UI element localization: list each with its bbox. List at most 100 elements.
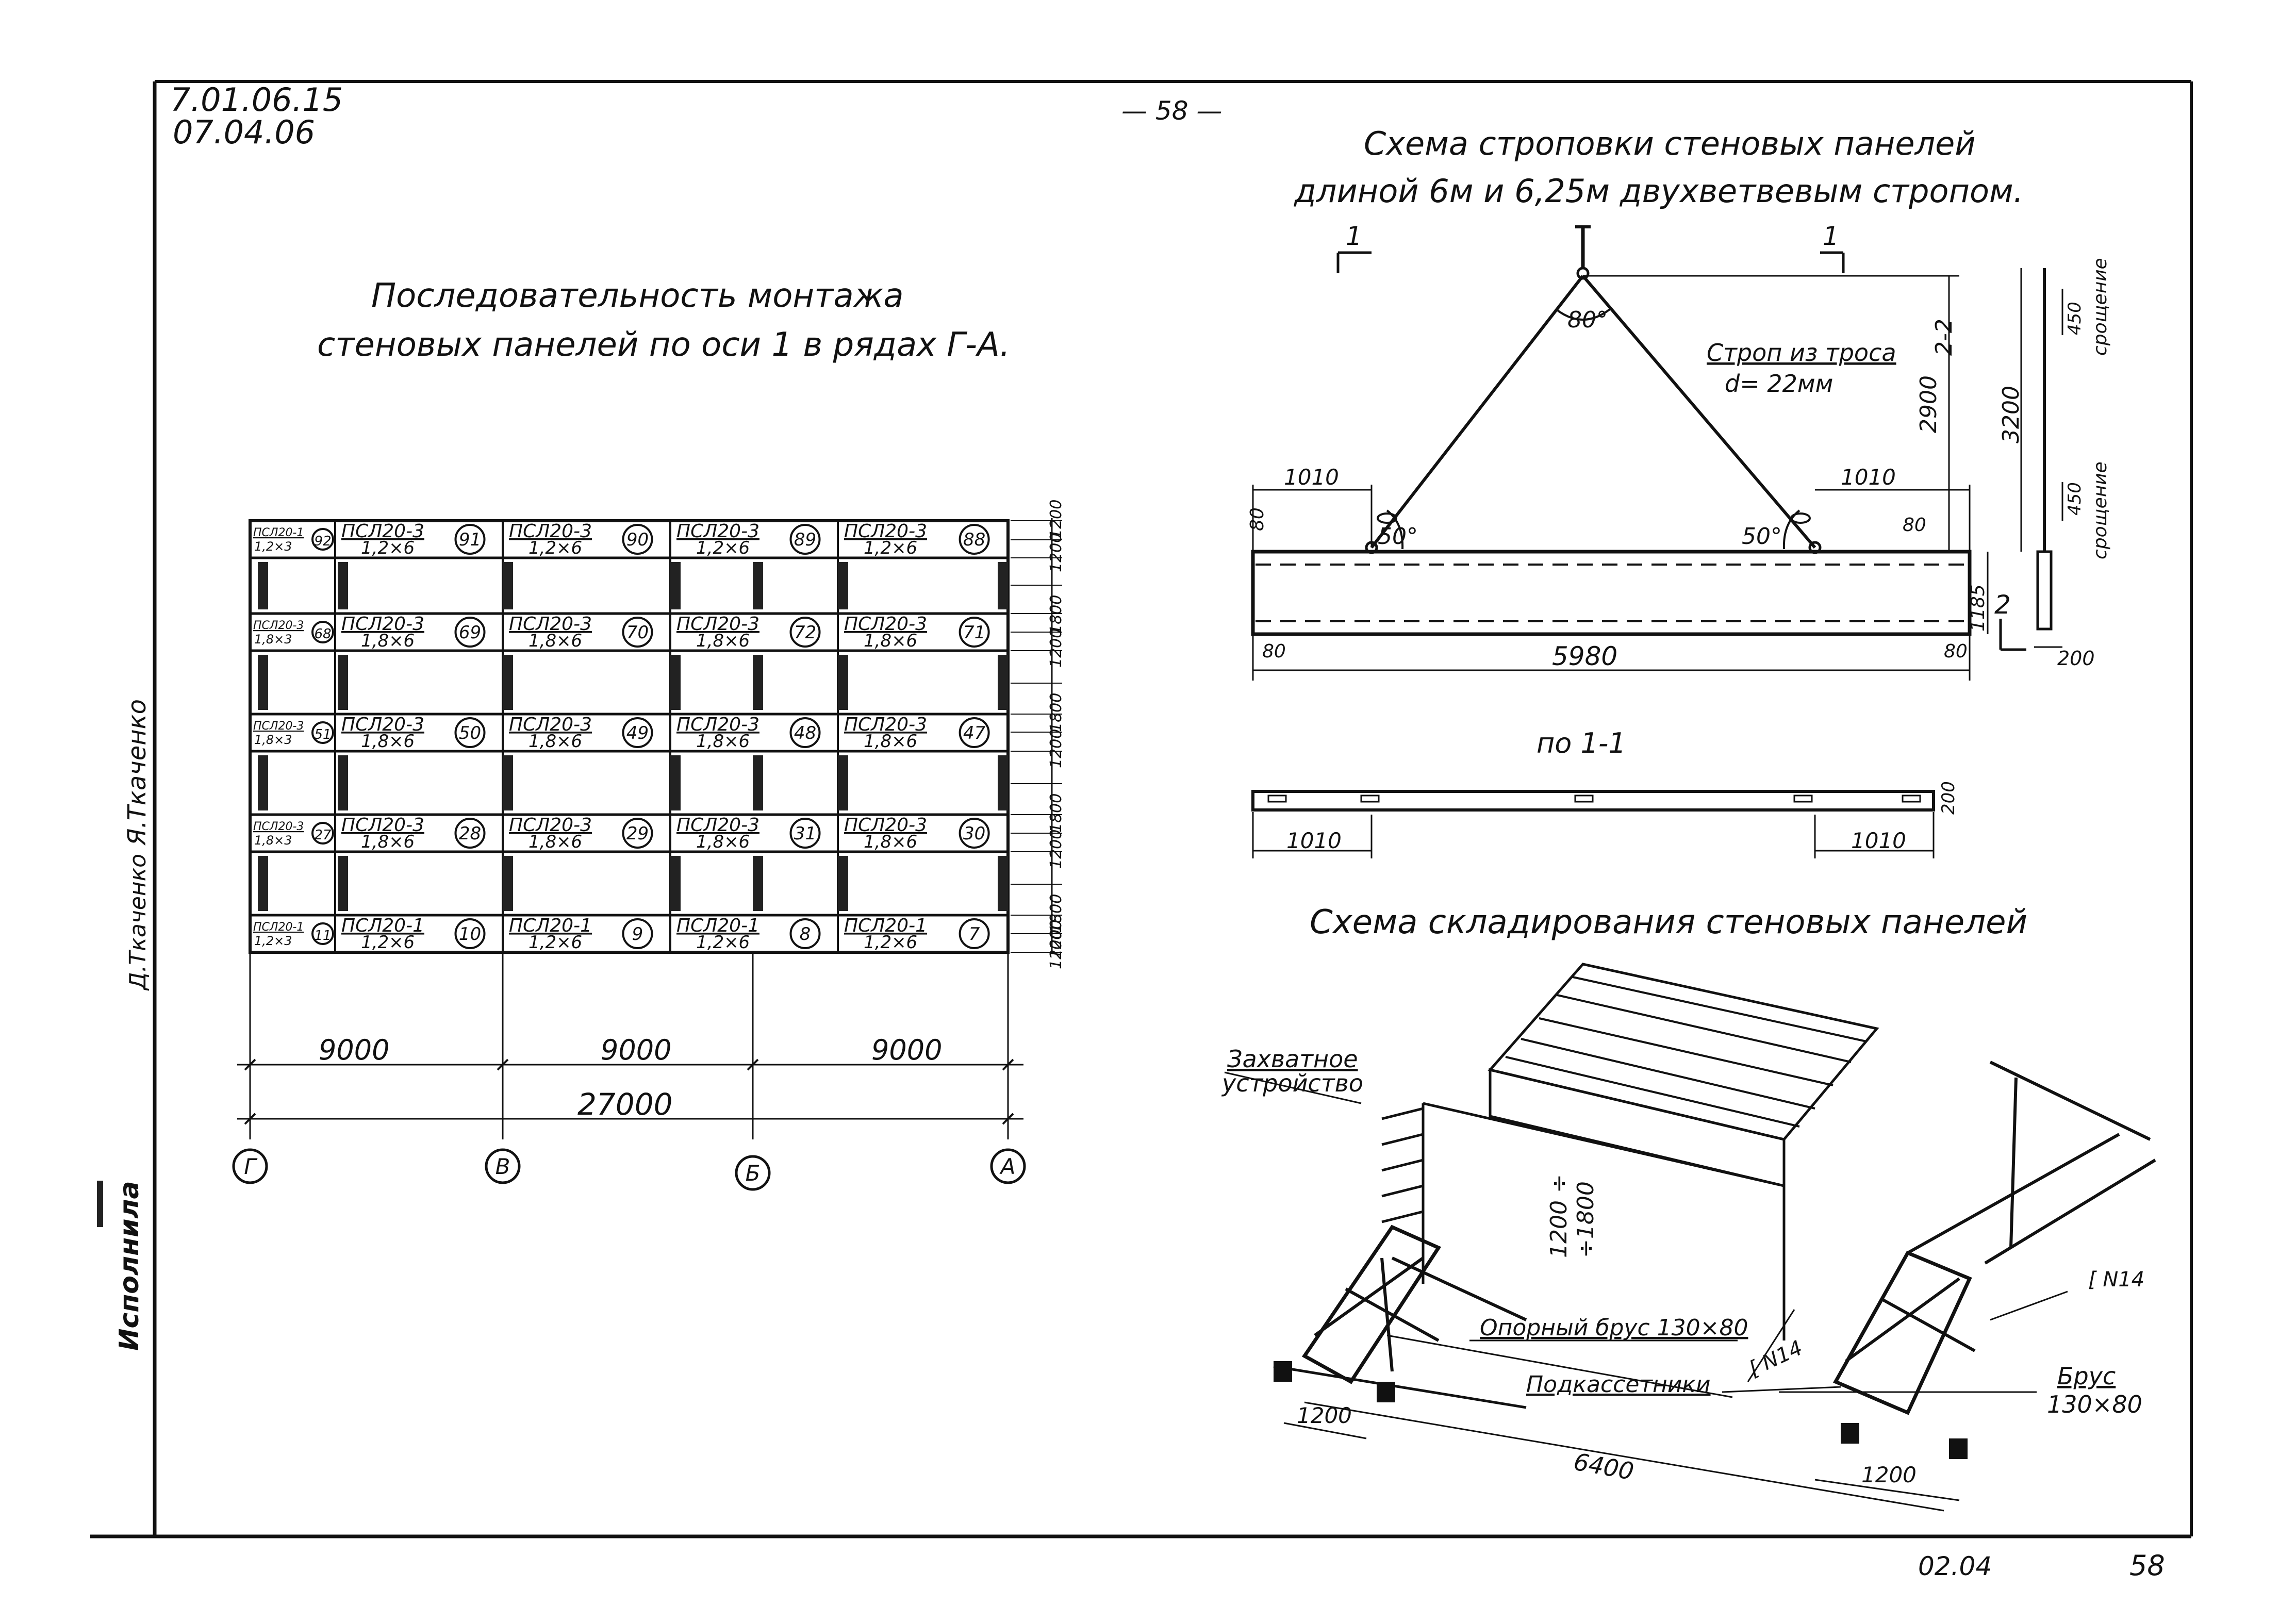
- panel-code: ПСЛ20-3: [509, 521, 592, 542]
- panel-size: 1,2×6: [864, 932, 917, 953]
- panel-code: ПСЛ20-3: [509, 815, 592, 836]
- side-label-bottom: срощение: [2090, 461, 2111, 559]
- sling-angle-top: 80°: [1567, 307, 1608, 333]
- panel-sequence-circle: [622, 617, 653, 648]
- pier: [670, 562, 681, 609]
- section-1-1-right-dim: 1010: [1851, 828, 1906, 853]
- executor-label: Исполнила: [114, 1181, 145, 1351]
- panel-sequence-circle: [454, 524, 486, 555]
- right-dim-label: 1200: [1047, 930, 1065, 969]
- panel-code: ПСЛ20-3: [341, 815, 424, 836]
- storage-channel-label-left: [ N14: [1745, 1336, 1806, 1381]
- panel-sequence-number: 7: [969, 924, 980, 945]
- panel-size: 1,2×6: [361, 538, 415, 558]
- panel-code: ПСЛ20-3: [676, 521, 759, 542]
- storage-channel-label-right: [ N14: [2088, 1268, 2144, 1292]
- side-view: [2020, 268, 2063, 648]
- left-dimensions: 9000 9000 9000 27000: [237, 1034, 1023, 1125]
- section-mark-1-left: 1: [1346, 221, 1362, 251]
- panel-code: ПСЛ20-3: [844, 614, 927, 635]
- storage-left-dim: 1200: [1297, 1403, 1352, 1428]
- section-mark-2: 2: [1994, 590, 2011, 620]
- panel-sequence-circle: [454, 617, 486, 648]
- panel-sequence-number: 47: [963, 723, 986, 743]
- pier: [670, 655, 681, 710]
- panel-size: 1,8×6: [864, 631, 917, 651]
- panel-sequence-number: 48: [794, 723, 816, 743]
- sequence-title-line1: Последовательность монтажа: [371, 277, 904, 315]
- right-dim-label: 1200: [1047, 920, 1065, 959]
- panel-code: ПСЛ20-3: [676, 614, 759, 635]
- dim-tick: [244, 1058, 256, 1071]
- panel-sequence-number: 31: [794, 823, 816, 844]
- side-total-dim: 3200: [1998, 386, 2024, 443]
- pier: [338, 856, 348, 911]
- axis-label: Б: [746, 1161, 761, 1186]
- dim-tick: [747, 1058, 759, 1071]
- pier: [753, 562, 763, 609]
- footer-date-code: 02.04: [1918, 1551, 1992, 1581]
- span-dim-3: 9000: [871, 1034, 942, 1066]
- panel-sequence-circle: [311, 721, 334, 744]
- panel-size: 1,2×3: [254, 539, 292, 554]
- pier: [503, 562, 513, 609]
- panel-sequence-number: 50: [459, 723, 481, 743]
- section-1-1-title: по 1-1: [1537, 727, 1626, 759]
- panel-code: ПСЛ20-3: [341, 521, 424, 542]
- dim-tick: [1002, 1058, 1014, 1071]
- sling-length-dim: 5980: [1552, 641, 1617, 671]
- panel-size: 1,8×3: [254, 833, 292, 848]
- panel-sequence-circle: [789, 717, 821, 748]
- panel-code: ПСЛ20-3: [844, 714, 927, 735]
- panel-sequence-number: 72: [794, 622, 816, 643]
- storage-panel-height-line2: ÷1800: [1573, 1181, 1599, 1258]
- panel-sequence-circle: [789, 818, 821, 849]
- panel-size: 1,8×6: [361, 832, 415, 852]
- panel-size: 1,8×3: [254, 733, 292, 747]
- panel-sequence-circle: [454, 918, 486, 949]
- right-dim-label: 1200: [1047, 533, 1065, 572]
- pier: [998, 562, 1008, 609]
- pier: [753, 655, 763, 710]
- panel-sequence-number: 11: [314, 928, 331, 944]
- pier: [998, 655, 1008, 710]
- pier: [338, 755, 348, 810]
- pier: [503, 856, 513, 911]
- panel-sequence-circle: [789, 617, 821, 648]
- panel-sequence-circle: [959, 918, 990, 949]
- sheet-frame: [90, 80, 2193, 1538]
- sling-right-80-top: 80: [1903, 515, 1926, 536]
- section-1-1-height-dim: 200: [1938, 781, 1959, 815]
- pier: [670, 755, 681, 810]
- right-dim-label: 1800: [1047, 894, 1065, 933]
- panel-code: ПСЛ20-1: [844, 915, 927, 936]
- right-dim-label: 1200: [1047, 628, 1065, 668]
- section-1-1-left-dim: 1010: [1286, 828, 1342, 853]
- panel-sequence-number: 90: [626, 529, 649, 550]
- span-dim-1: 9000: [319, 1034, 389, 1066]
- panel-sequence-circle: [454, 717, 486, 748]
- storage-length-dim: 6400: [1572, 1448, 1636, 1486]
- panel-size: 1,8×6: [864, 832, 917, 852]
- panel-size: 1,8×6: [864, 731, 917, 752]
- side-width-dim: 200: [2057, 647, 2095, 670]
- panel-sequence-number: 91: [459, 529, 481, 550]
- storage-right-dim: 1200: [1861, 1462, 1917, 1487]
- panel-size: 1,2×6: [528, 932, 582, 953]
- panel-sequence-number: 71: [963, 622, 985, 643]
- axis-bubble: [990, 1148, 1026, 1184]
- section-1-1-view: [1251, 790, 1935, 858]
- footer-page-number: 58: [2129, 1549, 2165, 1582]
- side-top-dim: 450: [2064, 302, 2085, 335]
- panel-code: ПСЛ20-1: [341, 915, 424, 936]
- panel-code: ПСЛ20-3: [253, 619, 304, 632]
- sling-title-line1: Схема строповки стеновых панелей: [1364, 125, 1976, 162]
- panel-size: 1,8×6: [361, 631, 415, 651]
- panel-sequence-number: 8: [800, 924, 811, 945]
- panel-size: 1,8×6: [696, 731, 750, 752]
- dim-tick: [244, 1113, 256, 1125]
- panel-sequence-number: 70: [626, 622, 649, 643]
- panel-code: ПСЛ20-3: [509, 714, 592, 735]
